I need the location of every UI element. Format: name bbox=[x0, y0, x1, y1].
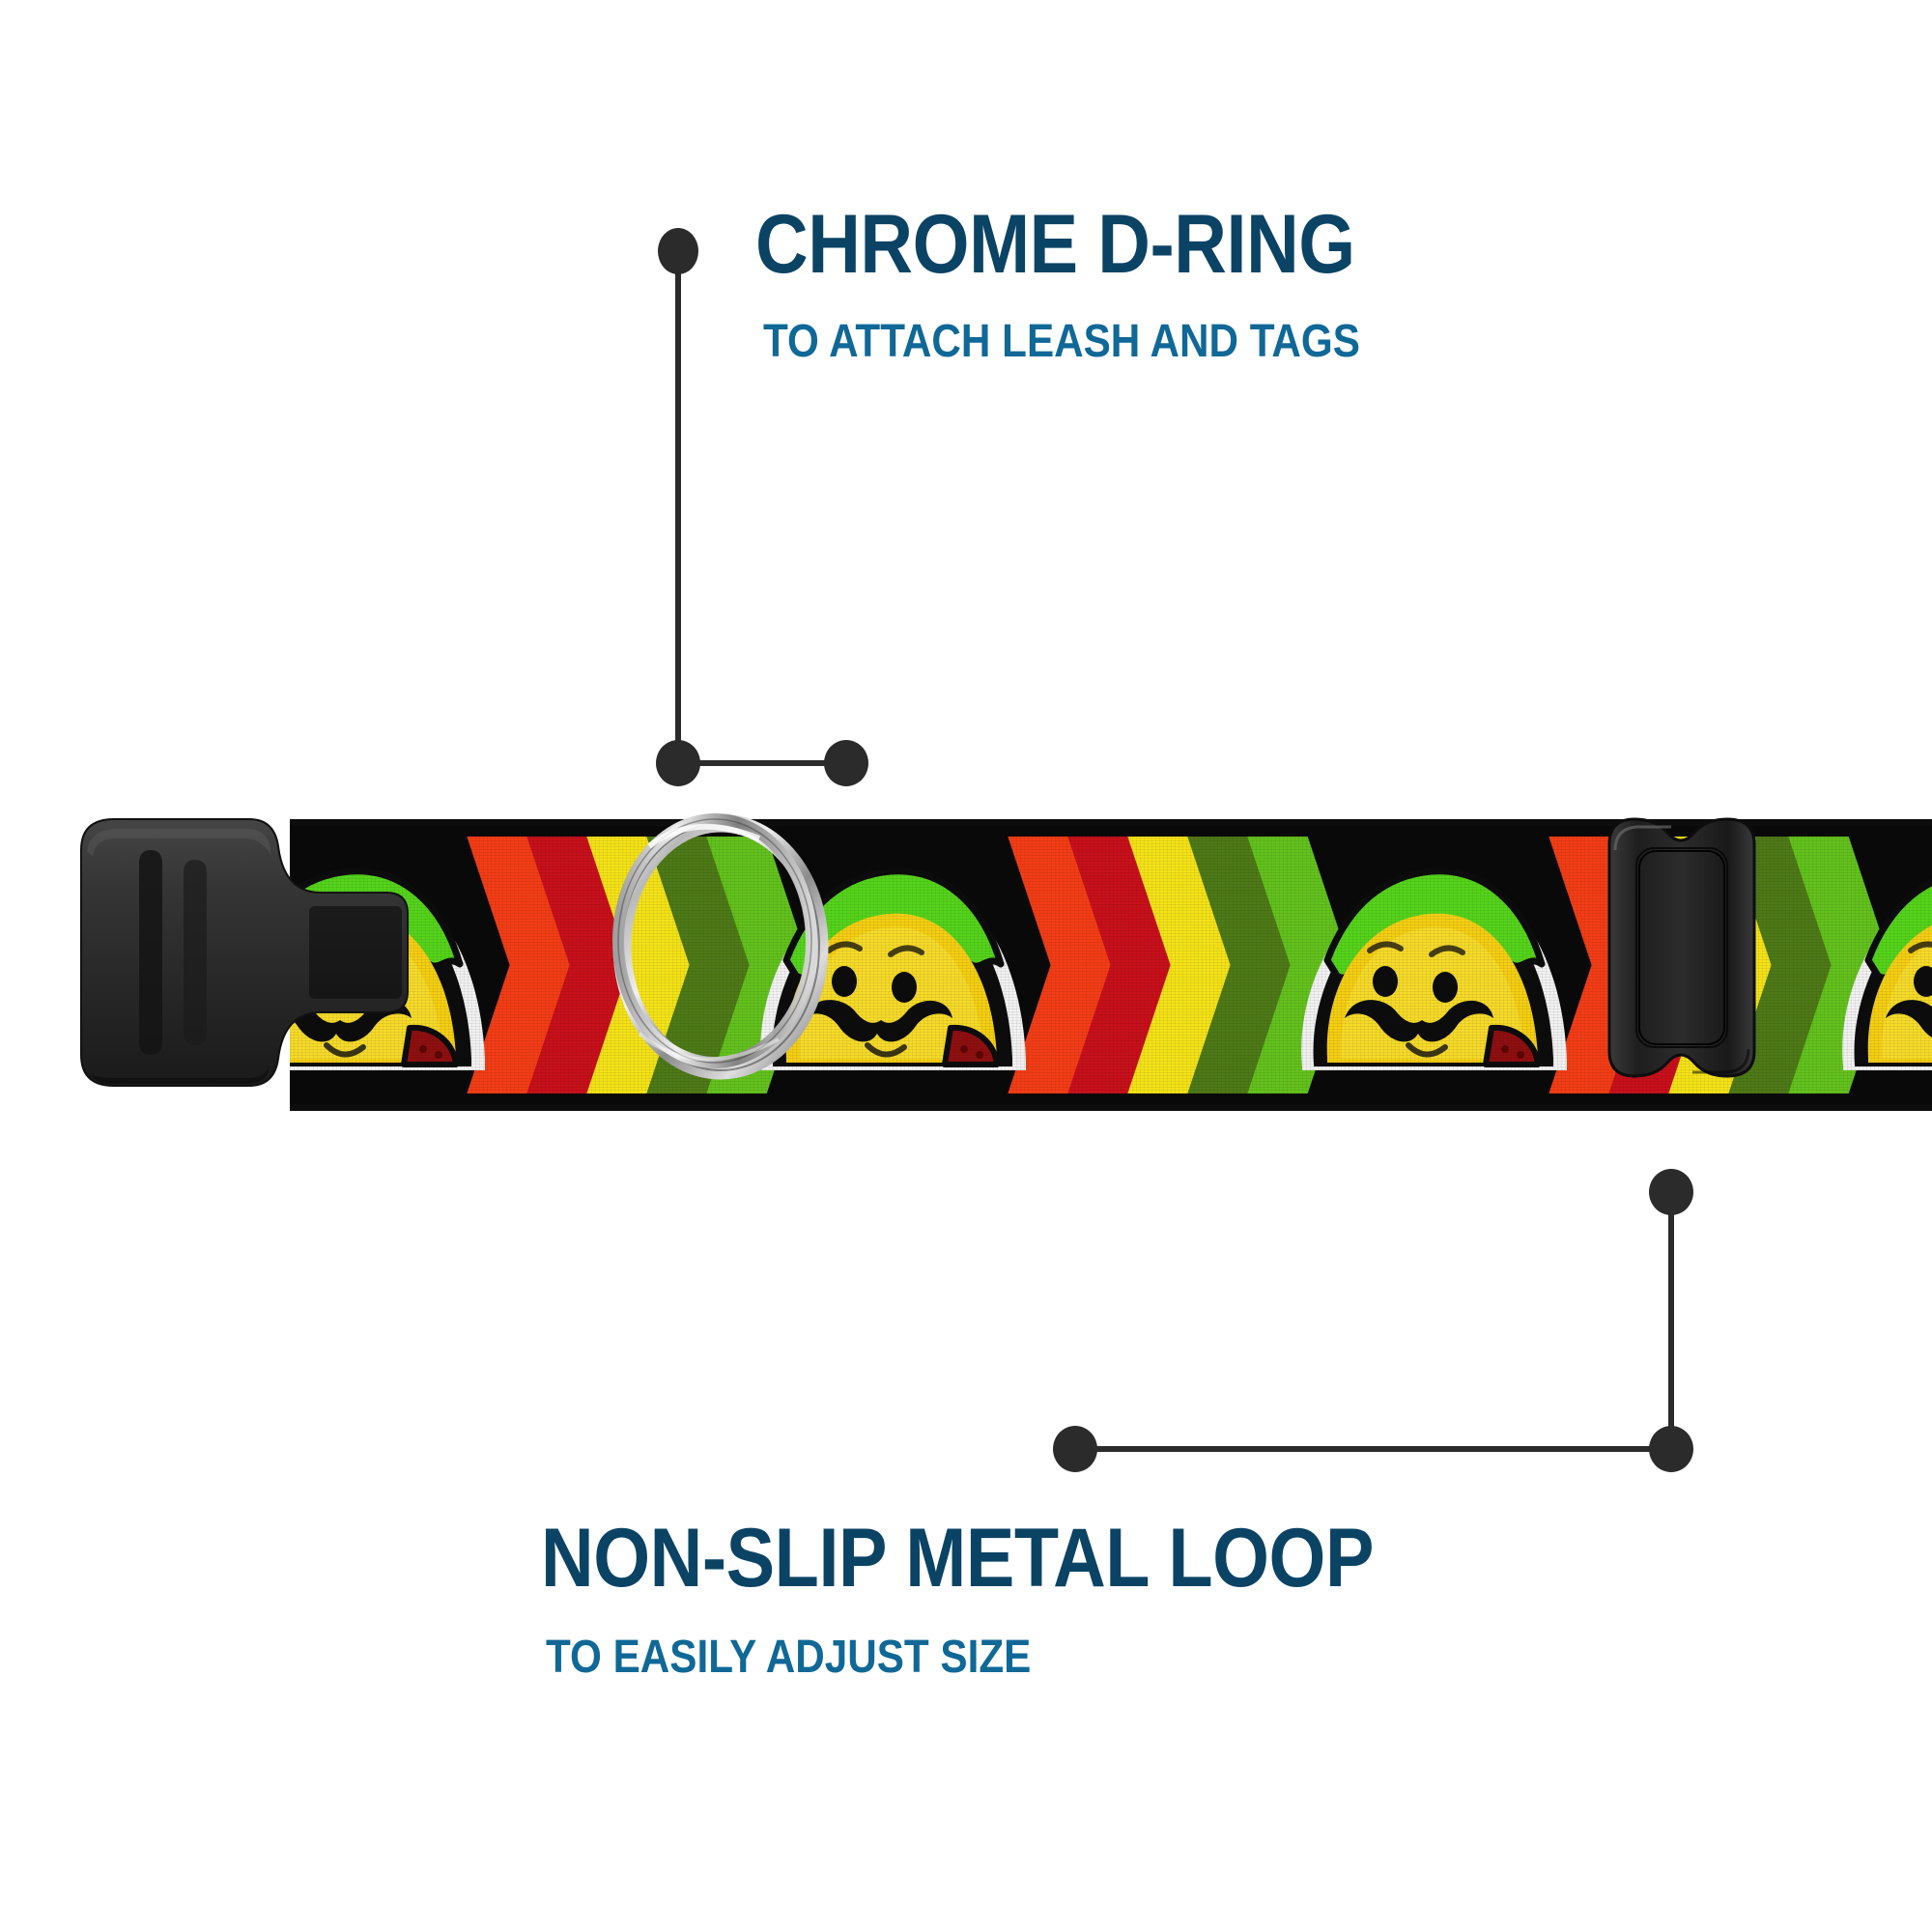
chrome-d-ring[interactable] bbox=[580, 763, 850, 1130]
callout-title-chrome-d-ring: CHROME D-RING bbox=[755, 198, 1355, 291]
taco-motif bbox=[744, 840, 1034, 1090]
leader-dot-top-anchor bbox=[658, 228, 698, 274]
callout-subtitle-chrome-d-ring: TO ATTACH LEASH AND TAGS bbox=[763, 316, 1360, 367]
leader-line-horizontal-top bbox=[675, 760, 849, 766]
leader-dot-bottom-corner bbox=[1649, 1426, 1693, 1472]
non-slip-metal-loop[interactable] bbox=[1584, 773, 1797, 1121]
leader-line-vertical-top bbox=[675, 249, 681, 765]
callout-subtitle-non-slip-metal-loop: TO EASILY ADJUST SIZE bbox=[546, 1632, 1032, 1683]
leader-dot-top-corner bbox=[656, 740, 700, 786]
taco-motif bbox=[1826, 840, 1932, 1090]
side-release-buckle[interactable] bbox=[68, 792, 415, 1111]
leader-line-vertical-bottom bbox=[1668, 1190, 1674, 1453]
taco-motif bbox=[1285, 840, 1575, 1090]
leader-line-horizontal-bottom bbox=[1074, 1446, 1671, 1452]
callout-title-non-slip-metal-loop: NON-SLIP METAL LOOP bbox=[541, 1512, 1375, 1605]
leader-dot-bottom-target bbox=[1649, 1169, 1693, 1215]
leader-dot-top-target bbox=[824, 740, 868, 786]
loop-window bbox=[1638, 850, 1725, 1045]
leader-dot-bottom-anchor bbox=[1053, 1426, 1097, 1472]
